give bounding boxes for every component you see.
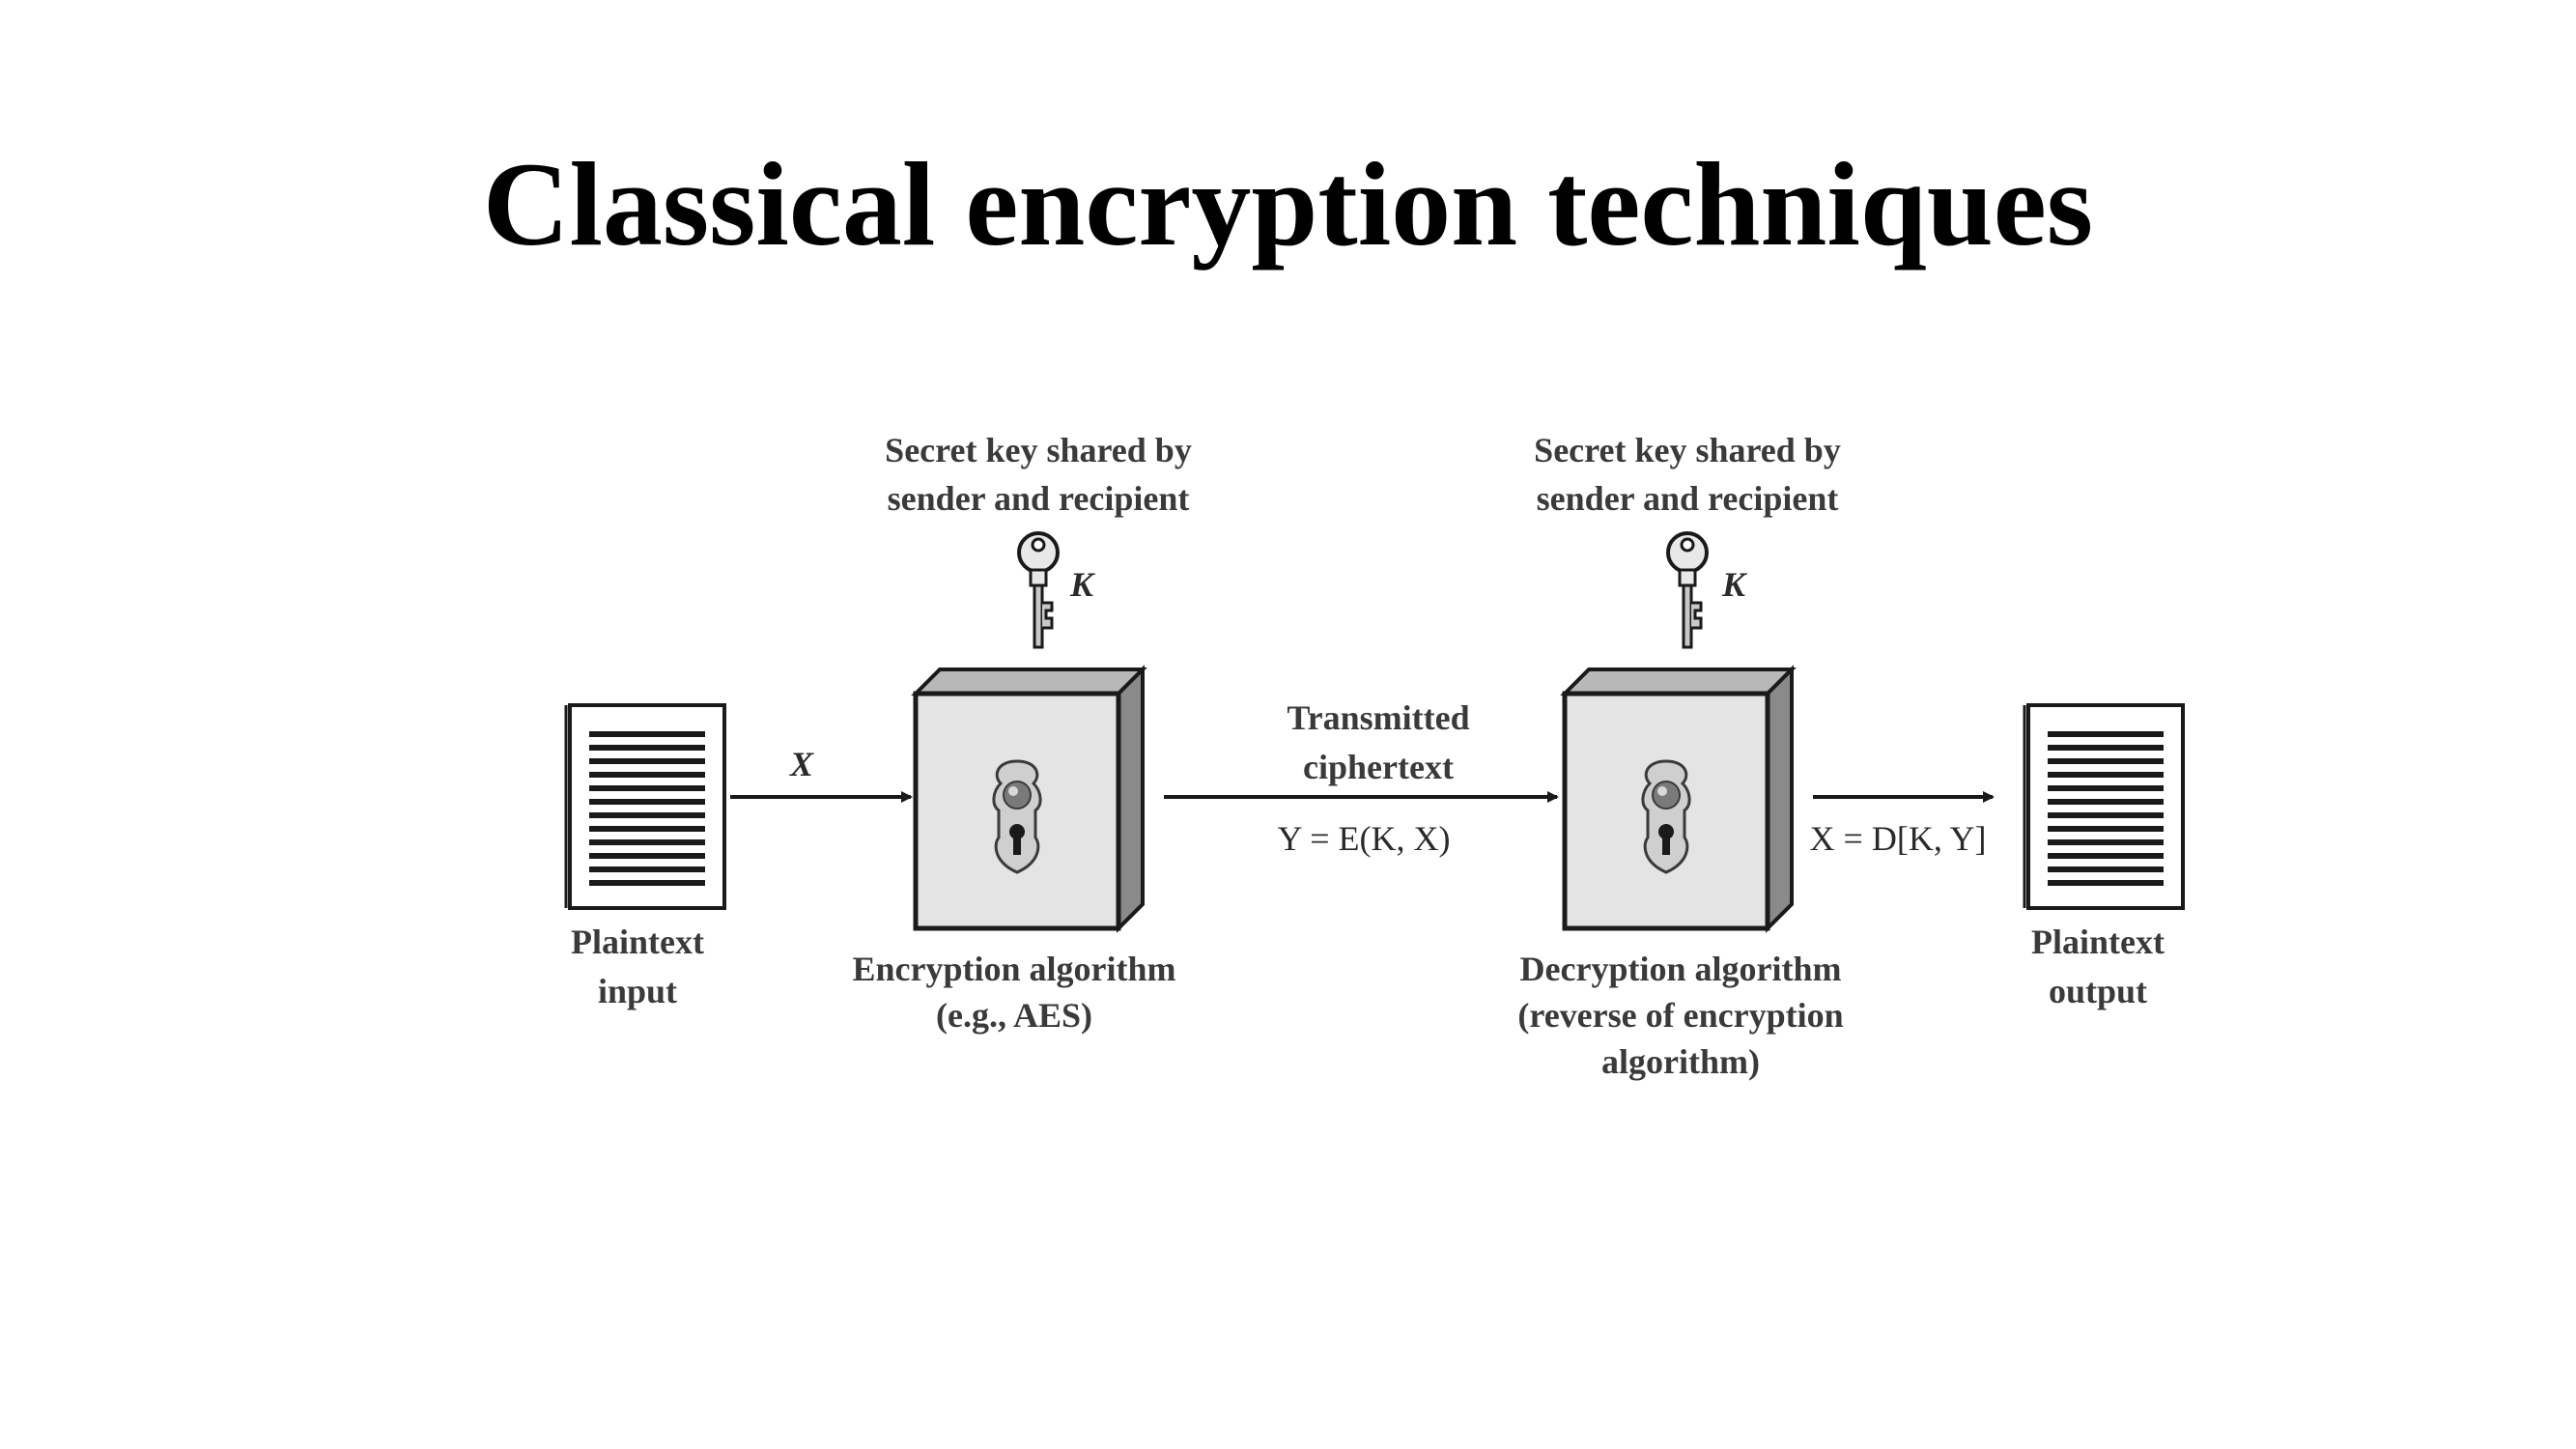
encryption-key-symbol: K [1069, 565, 1096, 604]
ciphertext-formula: Y = E(K, X) [1278, 819, 1451, 858]
decryption-label-line3: algorithm) [1601, 1042, 1760, 1081]
encryption-safe-box [916, 669, 1143, 928]
encryption-key-label-line1: Secret key shared by [885, 431, 1192, 469]
ciphertext-label-line2: ciphertext [1303, 748, 1454, 786]
decryption-key-icon [1666, 531, 1709, 649]
plaintext-input-label-line2: input [598, 972, 677, 1010]
plaintext-output-label-line2: output [2049, 972, 2147, 1010]
decryption-label-line1: Decryption algorithm [1520, 950, 1842, 988]
plaintext-input-label-line1: Plaintext [571, 923, 704, 961]
encryption-label-line1: Encryption algorithm [852, 950, 1175, 988]
plaintext-input-document [566, 705, 724, 908]
decryption-label-line2: (reverse of encryption [1517, 996, 1843, 1035]
decryption-safe-box [1565, 669, 1792, 928]
output-formula: X = D[K, Y] [1810, 819, 1987, 858]
plaintext-output-label-line1: Plaintext [2031, 923, 2165, 961]
arrow-x-label: X [789, 745, 814, 783]
plaintext-output-document [2024, 705, 2183, 908]
decryption-key-label-line2: sender and recipient [1537, 479, 1839, 518]
encryption-label-line2: (e.g., AES) [936, 996, 1092, 1035]
ciphertext-label-line1: Transmitted [1287, 698, 1469, 737]
decryption-key-label-line1: Secret key shared by [1534, 431, 1841, 469]
decryption-key-symbol: K [1721, 565, 1748, 604]
encryption-key-label-line2: sender and recipient [888, 479, 1190, 518]
encryption-key-icon [1017, 531, 1060, 649]
slide-title: Classical encryption techniques [482, 138, 2094, 270]
